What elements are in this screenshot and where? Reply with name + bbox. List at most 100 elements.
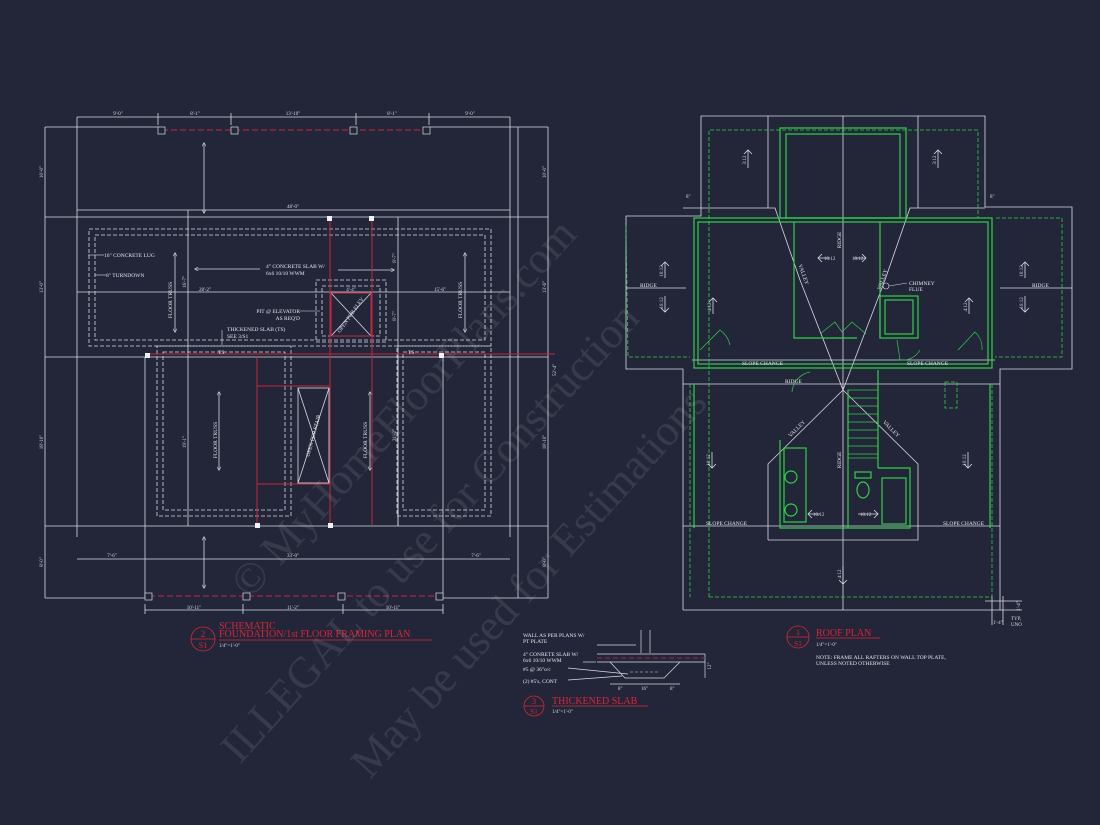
svg-text:19'-1": 19'-1" <box>183 436 188 448</box>
svg-text:13'-10": 13'-10" <box>286 112 301 117</box>
thickened-slab-detail: WALL AS PER PLANS W/ PT PLATE 4" CONRETE… <box>523 630 713 717</box>
svg-text:10:12: 10:12 <box>660 297 665 309</box>
pitch-arrows <box>660 149 1030 585</box>
foundation-plan <box>44 113 549 614</box>
svg-text:16": 16" <box>641 687 648 692</box>
svg-text:1: 1 <box>796 628 800 637</box>
foundation-beams <box>147 129 555 597</box>
post-markers <box>145 216 444 528</box>
svg-text:FLOOR TRUSS: FLOOR TRUSS <box>458 282 464 318</box>
svg-text:THICKENED SLAB: THICKENED SLAB <box>552 696 638 707</box>
svg-text:13'-6": 13'-6" <box>543 281 548 293</box>
svg-text:S1: S1 <box>794 640 802 648</box>
svg-text:7'-6": 7'-6" <box>471 554 481 559</box>
foundation-dimensions: 9'-0" 8'-1" 13'-10" 8'-1" 9'-0" 48'-0" 7… <box>40 112 558 611</box>
svg-text:10:12: 10:12 <box>1020 297 1025 309</box>
svg-text:8'-1": 8'-1" <box>387 112 397 117</box>
svg-text:RIDGE: RIDGE <box>837 451 843 468</box>
svg-text:SLOPE CHANGE: SLOPE CHANGE <box>907 361 949 367</box>
svg-text:16'-7": 16'-7" <box>183 276 188 288</box>
svg-text:THICKENED SLAB (TS): THICKENED SLAB (TS) <box>227 326 286 333</box>
svg-text:ROOF PLAN: ROOF PLAN <box>816 628 871 639</box>
svg-text:PIT @ ELEVATOR: PIT @ ELEVATOR <box>256 309 300 315</box>
svg-text:10:12: 10:12 <box>707 454 712 466</box>
svg-text:#5 @ 36"o/c: #5 @ 36"o/c <box>523 667 551 673</box>
svg-text:8": 8" <box>990 195 995 200</box>
svg-text:FLOOR TRUSS: FLOOR TRUSS <box>363 422 369 458</box>
svg-text:8'-7": 8'-7" <box>393 253 398 263</box>
svg-text:48'-0": 48'-0" <box>287 205 299 210</box>
svg-text:RIDGE: RIDGE <box>785 379 802 385</box>
svg-text:1/4"=1'-0": 1/4"=1'-0" <box>219 644 240 649</box>
svg-text:FLUE: FLUE <box>909 287 923 293</box>
svg-text:21'-2": 21'-2" <box>393 429 398 441</box>
svg-text:4" CONCRETE SLAB W/: 4" CONCRETE SLAB W/ <box>266 264 325 270</box>
svg-text:UNLESS NOTED OTHERWISE: UNLESS NOTED OTHERWISE <box>816 661 890 667</box>
svg-text:10:12: 10:12 <box>1020 265 1025 277</box>
svg-text:4" CONRETE SLAB W/: 4" CONRETE SLAB W/ <box>523 652 579 658</box>
svg-text:OPEN FOR STAIR: OPEN FOR STAIR <box>306 414 323 458</box>
svg-text:10:12: 10:12 <box>813 513 825 518</box>
svg-text:8'-1": 8'-1" <box>190 112 200 117</box>
svg-text:9'-0": 9'-0" <box>113 112 123 117</box>
svg-text:13'-0": 13'-0" <box>40 281 45 293</box>
svg-text:CHIMNEY: CHIMNEY <box>909 281 935 287</box>
svg-text:S1: S1 <box>530 708 538 716</box>
svg-text:2: 2 <box>201 629 206 639</box>
svg-text:FOUNDATION/1st FLOOR FRAMING P: FOUNDATION/1st FLOOR FRAMING PLAN <box>219 629 410 640</box>
svg-text:8": 8" <box>618 687 623 692</box>
svg-text:10'-0": 10'-0" <box>543 166 548 178</box>
svg-text:9'-0": 9'-0" <box>465 112 475 117</box>
svg-text:SEE 3/S1: SEE 3/S1 <box>227 334 248 340</box>
foundation-title-block: 2 S1 SCHEMATIC FOUNDATION/1st FLOOR FRAM… <box>190 621 432 652</box>
svg-text:4:12: 4:12 <box>838 569 843 578</box>
svg-text:4:12: 4:12 <box>964 302 969 311</box>
svg-text:3:12: 3:12 <box>743 155 748 164</box>
svg-text:WALL AS PER PLANS W/: WALL AS PER PLANS W/ <box>523 633 585 639</box>
svg-text:10:12: 10:12 <box>852 257 864 262</box>
svg-text:10:12: 10:12 <box>963 454 968 466</box>
svg-text:3:12: 3:12 <box>933 155 938 164</box>
svg-text:PT PLATE: PT PLATE <box>523 639 548 645</box>
svg-text:OPEN FOR ELEV: OPEN FOR ELEV <box>337 297 366 335</box>
svg-text:NOTE: FRAME ALL RAFTERS ON WAL: NOTE: FRAME ALL RAFTERS ON WALL TOP PLAT… <box>816 655 946 661</box>
svg-text:8'-0": 8'-0" <box>40 557 45 567</box>
svg-text:10:12: 10:12 <box>824 257 836 262</box>
svg-text:AS REQ'D: AS REQ'D <box>276 316 300 322</box>
svg-text:33'-0": 33'-0" <box>287 554 299 559</box>
svg-text:TS: TS <box>218 350 224 356</box>
svg-text:RIDGE: RIDGE <box>1032 283 1049 289</box>
svg-text:TS: TS <box>408 350 414 356</box>
svg-text:7'-6": 7'-6" <box>107 554 117 559</box>
svg-text:1'-4": 1'-4" <box>993 621 1003 626</box>
column-markers <box>144 126 444 601</box>
svg-text:8'-7": 8'-7" <box>393 311 398 321</box>
svg-text:8": 8" <box>686 195 691 200</box>
svg-text:12": 12" <box>708 662 713 669</box>
svg-text:15'-6": 15'-6" <box>434 288 446 293</box>
svg-text:S1: S1 <box>199 641 207 650</box>
roof-plan: RIDGE RIDGE RIDGE RIDGE RIDGE VALLEY VAL… <box>625 115 1073 667</box>
svg-text:52'-4": 52'-4" <box>553 364 558 376</box>
svg-text:18'-10": 18'-10" <box>543 435 548 450</box>
svg-text:8'-0": 8'-0" <box>543 557 548 567</box>
svg-text:8" TURNDOWN: 8" TURNDOWN <box>106 273 144 279</box>
svg-text:RIDGE: RIDGE <box>837 231 843 248</box>
svg-text:28'-2": 28'-2" <box>199 288 211 293</box>
svg-text:6x6 10/10 WWM: 6x6 10/10 WWM <box>266 271 305 277</box>
svg-text:1/4"=1'-0": 1/4"=1'-0" <box>816 643 837 648</box>
svg-text:10:12: 10:12 <box>860 513 872 518</box>
svg-text:(2) #5's, CONT: (2) #5's, CONT <box>523 678 558 685</box>
svg-text:VALLEY: VALLEY <box>881 420 900 439</box>
svg-text:10'-11": 10'-11" <box>187 606 201 611</box>
svg-text:6x6 10/10 WWM: 6x6 10/10 WWM <box>523 658 562 664</box>
svg-text:SCHEMATIC: SCHEMATIC <box>219 621 276 632</box>
svg-text:16" CONCRETE LUG: 16" CONCRETE LUG <box>104 253 155 259</box>
svg-text:SLOPE CHANGE: SLOPE CHANGE <box>706 521 748 527</box>
svg-text:4:12: 4:12 <box>708 302 713 311</box>
svg-text:TYP,: TYP, <box>1011 617 1021 622</box>
svg-text:FLOOR TRUSS: FLOOR TRUSS <box>213 422 219 458</box>
svg-text:8": 8" <box>670 687 675 692</box>
svg-text:10'-0": 10'-0" <box>40 166 45 178</box>
